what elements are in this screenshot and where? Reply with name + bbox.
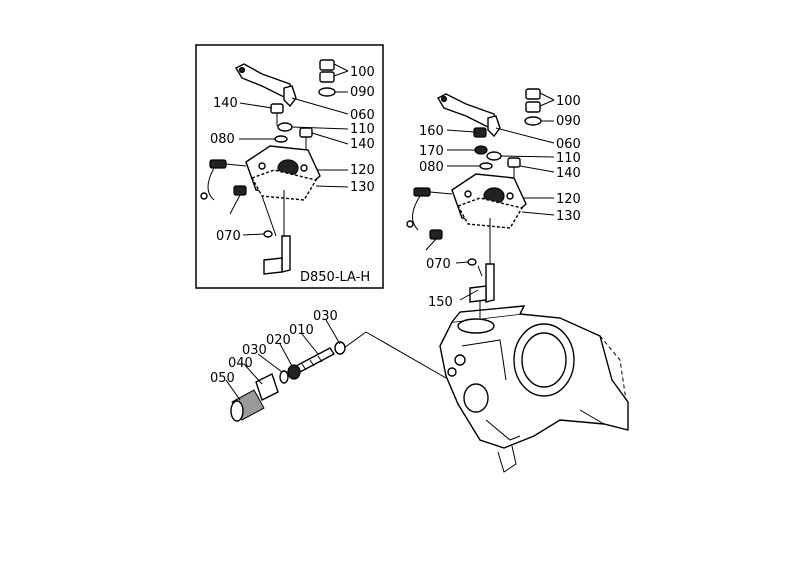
main-callout-080: 080 — [419, 160, 444, 175]
main-callout-090: 090 — [556, 114, 581, 129]
oring-080 — [274, 135, 288, 143]
gasket-130 — [250, 169, 318, 201]
fork-shaft — [281, 235, 291, 273]
inset-callout-130: 130 — [350, 180, 375, 195]
lower-callout-040: 040 — [228, 356, 253, 371]
washer-090-main — [524, 116, 542, 126]
main-callout-070: 070 — [426, 257, 451, 272]
main-callout-100: 100 — [556, 94, 581, 109]
nut-020 — [287, 364, 301, 380]
pin-070-main — [467, 258, 477, 266]
fork-shaft-main — [485, 263, 495, 303]
bolt-140 — [270, 103, 284, 114]
bolt-160 — [473, 127, 487, 138]
inset-callout-110: 110 — [350, 122, 375, 137]
main-callout-110: 110 — [556, 151, 581, 166]
adjust-screw-010 — [294, 347, 336, 373]
spacer-040 — [255, 373, 279, 401]
oring-080-main — [479, 162, 493, 170]
nut-100-main — [525, 88, 541, 100]
washer-030a — [334, 341, 346, 355]
main-callout-120: 120 — [556, 192, 581, 207]
nut-100 — [319, 59, 335, 71]
lower-callout-020: 020 — [266, 333, 291, 348]
main-callout-170: 170 — [419, 144, 444, 159]
main-assembly: 100 090 160 060 170 110 080 140 120 130 … — [406, 88, 581, 310]
main-callout-140: 140 — [556, 166, 581, 181]
lower-callout-030a: 030 — [313, 309, 338, 324]
lower-callout-030b: 030 — [242, 343, 267, 358]
inset-callout-140a: 140 — [213, 96, 238, 111]
inset-callout-080: 080 — [210, 132, 235, 147]
gasket-130-main — [456, 197, 524, 229]
washer-110-main — [486, 151, 502, 161]
washer-030b — [279, 370, 289, 384]
bolt-140-main — [507, 157, 521, 168]
pin-070 — [263, 230, 273, 238]
washer-170 — [474, 145, 488, 155]
inset-model-label: D850-LA-H — [300, 270, 370, 285]
lower-callout-050: 050 — [210, 371, 235, 386]
inset-callout-090: 090 — [350, 85, 375, 100]
inset-frame — [195, 44, 384, 289]
inset-callout-070: 070 — [216, 229, 241, 244]
main-callout-060: 060 — [556, 137, 581, 152]
inset-callout-120: 120 — [350, 163, 375, 178]
main-callout-130: 130 — [556, 209, 581, 224]
main-callout-150: 150 — [428, 295, 453, 310]
lower-callout-010: 010 — [289, 323, 314, 338]
inset-callout-100: 100 — [350, 65, 375, 80]
inset-callout-140b: 140 — [350, 137, 375, 152]
washer-110 — [277, 122, 293, 132]
inset-panel: 100 090 140 060 110 080 140 120 130 070 … — [195, 44, 384, 289]
main-callout-160: 160 — [419, 124, 444, 139]
washer-090 — [318, 87, 336, 97]
inset-callout-060: 060 — [350, 108, 375, 123]
engine-housing — [439, 300, 629, 473]
lower-assembly: 030 010 020 030 040 050 — [210, 309, 447, 422]
